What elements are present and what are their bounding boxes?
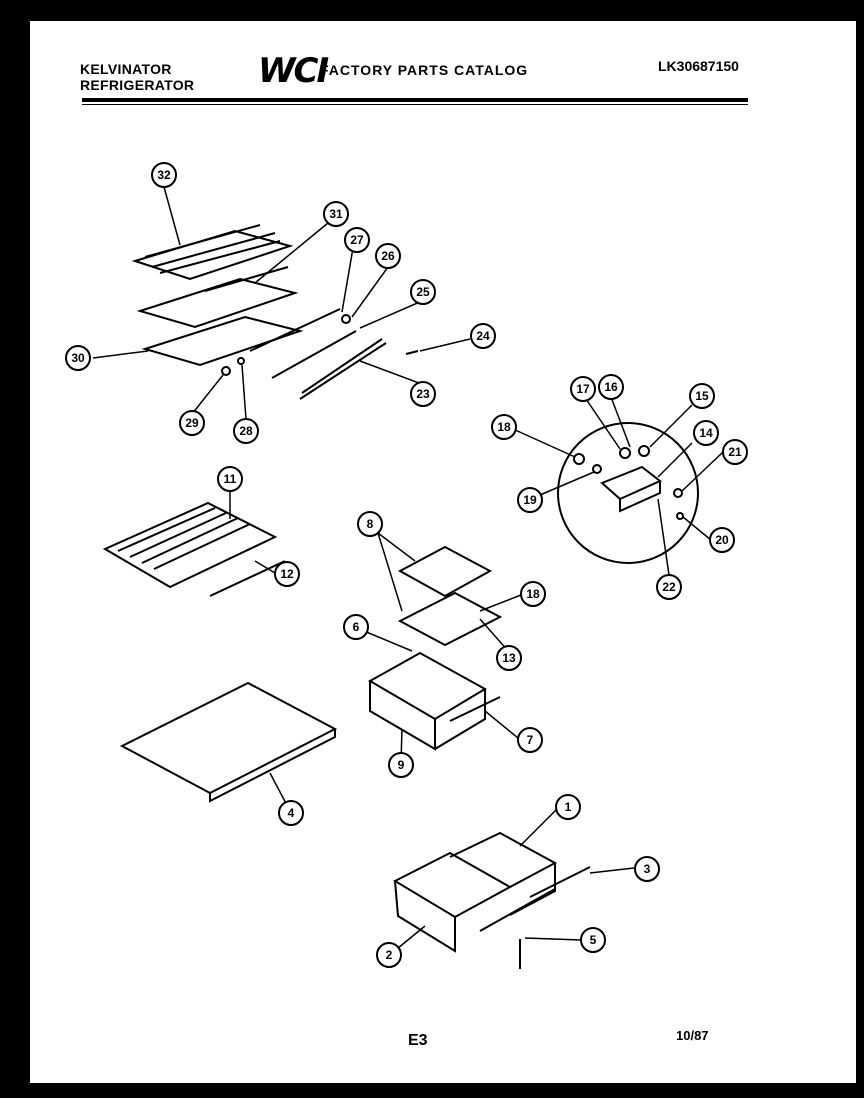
callout-17: 17 [570,376,596,402]
svg-text:28: 28 [239,424,253,438]
parts-diagram: 32 31 27 26 25 24 23 30 29 28 17 16 15 1… [65,162,748,969]
control-housing [600,465,662,513]
callout-18-shelf: 18 [520,581,546,607]
callout-labels: 32 31 27 26 25 24 23 30 29 28 17 16 15 1… [65,162,748,968]
svg-text:20: 20 [715,533,729,547]
svg-text:21: 21 [728,445,742,459]
svg-text:3: 3 [644,862,651,876]
brand-name: KELVINATOR [80,61,172,77]
svg-text:15: 15 [695,389,709,403]
svg-text:31: 31 [329,207,343,221]
svg-text:4: 4 [288,806,295,820]
callout-28: 28 [233,418,259,444]
model-number: LK30687150 [658,58,739,74]
callout-5: 5 [580,927,606,953]
svg-text:14: 14 [699,426,713,440]
svg-text:2: 2 [386,948,393,962]
callout-25: 25 [410,279,436,305]
glass-shelf [119,681,338,803]
svg-text:18: 18 [526,587,540,601]
svg-text:17: 17 [576,382,590,396]
header-rule [82,98,748,102]
callout-16: 16 [598,374,624,400]
svg-text:29: 29 [185,416,199,430]
svg-text:13: 13 [502,651,516,665]
callout-3: 3 [634,856,660,882]
svg-text:25: 25 [416,285,430,299]
callout-23: 23 [410,381,436,407]
callout-1: 1 [555,794,581,820]
svg-text:23: 23 [416,387,430,401]
callout-18-control: 18 [491,414,517,440]
crisper-drawers [392,831,591,953]
callout-2: 2 [376,942,402,968]
callout-29: 29 [179,410,205,436]
svg-text:24: 24 [476,329,490,343]
shelf-rails [249,308,387,400]
callout-20: 20 [709,527,735,553]
wci-logo: WCI [258,51,329,91]
callout-22: 22 [656,574,682,600]
catalog-title: FACTORY PARTS CATALOG [320,62,529,78]
product-type: REFRIGERATOR [80,77,195,93]
page-code: E3 [408,1032,428,1049]
callout-6: 6 [343,614,369,640]
callout-24: 24 [470,323,496,349]
callout-27: 27 [344,227,370,253]
svg-text:26: 26 [381,249,395,263]
revision-date: 10/87 [676,1028,709,1043]
callout-32: 32 [151,162,177,188]
callout-4: 4 [278,800,304,826]
svg-text:6: 6 [353,620,360,634]
leader-lines [92,186,724,954]
svg-text:8: 8 [367,517,374,531]
svg-text:12: 12 [280,567,294,581]
callout-13: 13 [496,645,522,671]
catalog-page: KELVINATOR REFRIGERATOR WCI FACTORY PART… [30,21,856,1083]
svg-text:9: 9 [398,758,405,772]
callout-8: 8 [357,511,383,537]
svg-text:18: 18 [497,420,511,434]
svg-text:16: 16 [604,380,618,394]
part-drawings [102,224,699,969]
callout-7: 7 [517,727,543,753]
svg-text:5: 5 [590,933,597,947]
svg-text:11: 11 [224,472,237,486]
upper-shelf-assembly [131,224,304,367]
control-detail-circle [557,422,699,564]
callout-14: 14 [693,420,719,446]
svg-text:7: 7 [527,733,534,747]
svg-text:30: 30 [71,351,85,365]
callout-30: 30 [65,345,91,371]
wire-shelf [102,501,286,597]
callout-15: 15 [689,383,715,409]
callout-11: 11 [217,466,243,492]
callout-31: 31 [323,201,349,227]
small-shelves [397,545,503,647]
svg-text:27: 27 [350,233,364,247]
callout-19: 19 [517,487,543,513]
callout-9: 9 [388,752,414,778]
svg-text:1: 1 [565,800,572,814]
callout-12: 12 [274,561,300,587]
callout-21: 21 [722,439,748,465]
svg-text:22: 22 [662,580,676,594]
svg-text:19: 19 [523,493,537,507]
callout-26: 26 [375,243,401,269]
meat-drawer [367,651,501,751]
header-rule-thin [82,104,748,105]
svg-text:32: 32 [157,168,171,182]
